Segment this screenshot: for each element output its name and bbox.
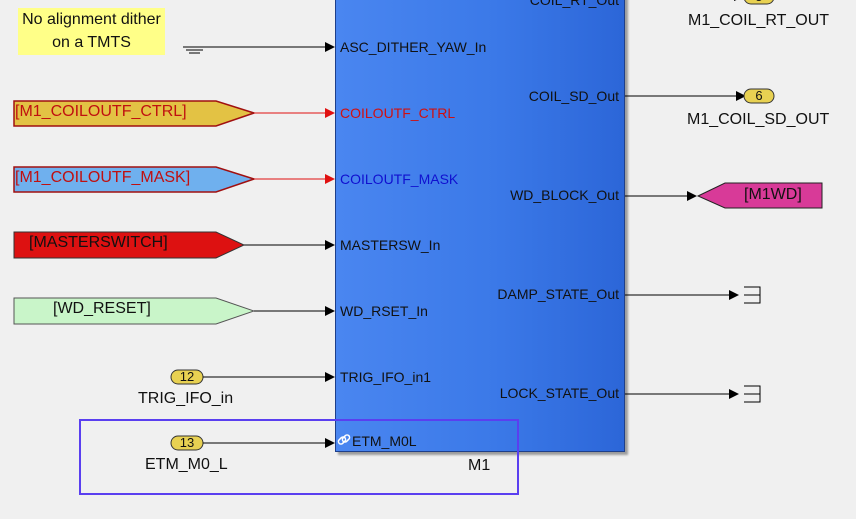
inport-label-wdrset: WD_RSET_In (340, 303, 428, 319)
arrow-master (325, 240, 335, 250)
outport-label-lock: LOCK_STATE_Out (499, 385, 619, 401)
from-tag-master-label: [MASTERSWITCH] (29, 234, 168, 251)
from-tag-ctrl-label: [M1_COILOUTF_CTRL] (15, 103, 187, 120)
from-tag-coilout-mask[interactable] (13, 166, 257, 193)
outport-label-rt: COIL_RT_Out (529, 0, 619, 8)
outport-6-number: 6 (755, 88, 763, 103)
outport-5-name: M1_COIL_RT_OUT (688, 12, 830, 29)
inport-label-master: MASTERSW_In (340, 237, 441, 253)
arrow-sd (736, 91, 746, 101)
inport-label-ctrl: COILOUTF_CTRL (340, 105, 456, 121)
arrow-dither (325, 42, 335, 52)
annotation-line-1: No alignment dither (22, 11, 161, 28)
arrow-lock (729, 389, 739, 399)
outport-label-damp: DAMP_STATE_Out (497, 286, 619, 302)
from-tag-wdreset-label: [WD_RESET] (53, 300, 151, 317)
inport-12-name: TRIG_IFO_in (138, 390, 234, 407)
link-icon (337, 433, 351, 447)
terminator-damp[interactable] (744, 286, 761, 304)
inport-label-dither: ASC_DITHER_YAW_In (340, 39, 487, 55)
terminator-lock[interactable] (744, 385, 761, 403)
goto-tag-label: [M1WD] (744, 186, 802, 203)
inport-13-number: 13 (179, 435, 195, 450)
arrow-trig (325, 372, 335, 382)
subsystem-block-m1[interactable] (335, 0, 625, 452)
arrow-etm (325, 438, 335, 448)
inport-label-trig: TRIG_IFO_in1 (340, 369, 432, 385)
inport-12-number: 12 (179, 369, 195, 384)
arrow-damp (729, 290, 739, 300)
goto-tag-m1wd[interactable] (696, 182, 823, 209)
outport-5-oval[interactable] (744, 0, 774, 5)
from-tag-wd-reset[interactable] (13, 297, 256, 325)
outport-label-wdblock: WD_BLOCK_Out (510, 187, 619, 203)
outport-6-oval[interactable] (743, 88, 775, 104)
outport-label-sd: COIL_SD_Out (528, 88, 619, 104)
arrow-wdblock (687, 191, 697, 201)
from-tag-mask-label: [M1_COILOUTF_MASK] (15, 169, 191, 186)
annotation-note[interactable]: No alignment dither on a TMTS (18, 8, 165, 55)
subsystem-name: M1 (468, 457, 491, 474)
arrow-rt (734, 0, 737, 1)
from-tag-coilout-ctrl[interactable] (13, 100, 257, 127)
arrow-wdreset (325, 306, 335, 316)
outport-5-number: 5 (744, 0, 774, 4)
inport-label-etm: ETM_M0L (352, 433, 417, 449)
ground-icon (183, 46, 206, 54)
annotation-line-2: on a TMTS (52, 34, 131, 51)
selection-rectangle[interactable] (79, 419, 519, 495)
inport-13-name: ETM_M0_L (145, 456, 228, 473)
arrow-mask (325, 174, 335, 184)
outport-6-name: M1_COIL_SD_OUT (687, 111, 830, 128)
inport-label-mask: COILOUTF_MASK (340, 171, 459, 187)
from-tag-masterswitch[interactable] (13, 231, 246, 259)
arrow-ctrl (325, 108, 335, 118)
